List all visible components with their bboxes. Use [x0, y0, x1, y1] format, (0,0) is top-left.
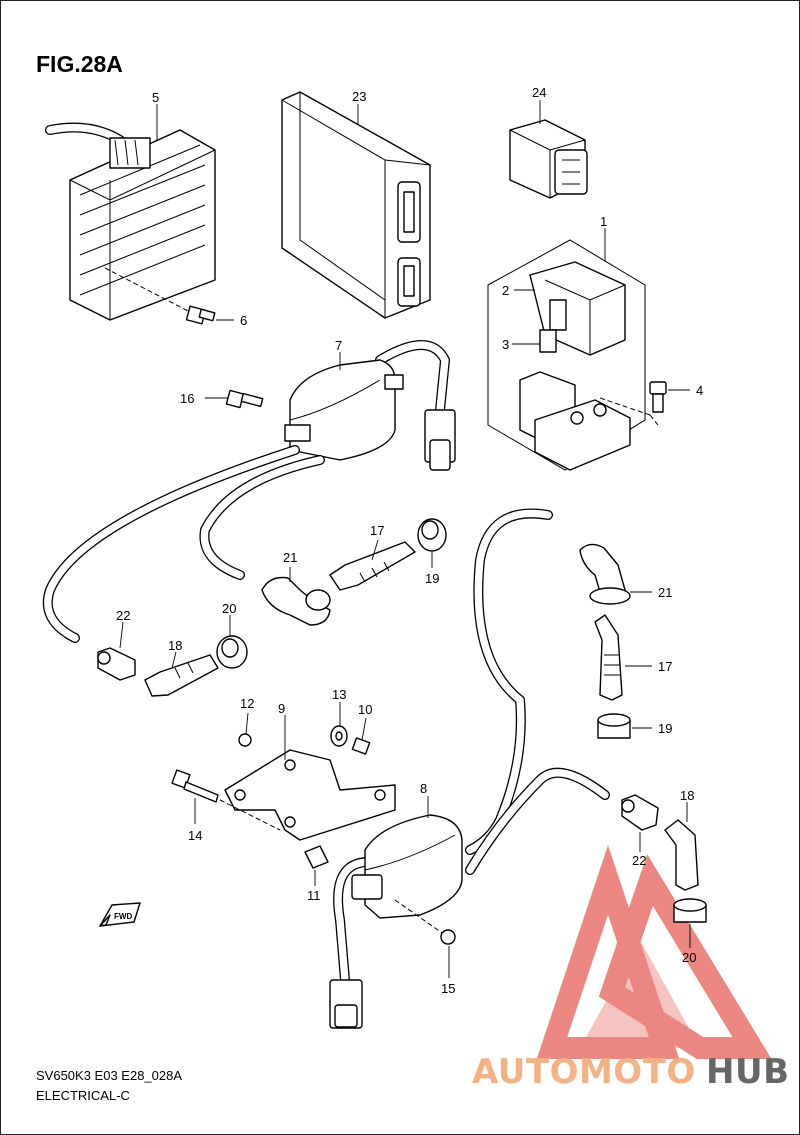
callout-3: 3 [502, 337, 509, 352]
callout-22a: 22 [116, 608, 130, 623]
footer-model-code: SV650K3 E03 E28_028A [36, 1068, 182, 1083]
watermark-text-primary: AUTOMOTO [472, 1052, 696, 1092]
grommet-13 [330, 725, 348, 747]
callout-6: 6 [240, 313, 247, 328]
callout-11: 11 [307, 888, 321, 903]
callout-9: 9 [278, 701, 285, 716]
callout-21b: 21 [658, 585, 672, 600]
seal-lower-left [216, 635, 248, 669]
figure-title: FIG.28A [36, 51, 123, 77]
callout-19a: 19 [425, 571, 439, 586]
callout-1: 1 [600, 214, 607, 229]
callout-18a: 18 [168, 638, 182, 653]
seal-upper-right [597, 713, 631, 739]
plug-cap-lower-left [144, 654, 219, 697]
callout-2: 2 [502, 283, 509, 298]
callout-24: 24 [532, 85, 546, 100]
regulator-rectifier-part [45, 122, 216, 321]
coil-bracket-part [224, 749, 396, 841]
callout-16: 16 [180, 391, 194, 406]
bolt-16 [225, 389, 264, 409]
ignition-coil-front-part [284, 340, 456, 471]
watermark-logo [536, 845, 772, 1059]
plug-cap-elbow-right [579, 543, 631, 605]
plug-cap-lower-right [664, 819, 699, 891]
screw-4 [649, 381, 667, 413]
cap-joint-right [621, 794, 659, 831]
seal-upper-left [417, 518, 447, 552]
callout-5: 5 [152, 90, 159, 105]
callout-19b: 19 [658, 721, 672, 736]
callout-21a: 21 [283, 550, 297, 565]
callout-17b: 17 [658, 659, 672, 674]
relay-assembly-group [487, 239, 659, 471]
fwd-label: FWD [114, 912, 132, 921]
ignition-coil-rear-part [329, 814, 463, 1029]
callout-23: 23 [352, 89, 366, 104]
nut-12 [238, 733, 252, 747]
nut-15 [394, 899, 456, 945]
callout-7: 7 [335, 338, 342, 353]
callout-20a: 20 [222, 601, 236, 616]
callout-22b: 22 [632, 853, 646, 868]
long-bolt-14 [171, 769, 281, 831]
watermark-text-secondary: HUB [706, 1052, 789, 1092]
seal-lower-right [673, 898, 707, 923]
footer-section: ELECTRICAL-C [36, 1088, 130, 1103]
plug-cap-upper-left [329, 541, 416, 591]
callout-10: 10 [358, 702, 372, 717]
callout-17a: 17 [370, 523, 384, 538]
callout-12: 12 [240, 696, 254, 711]
spacer-11 [304, 845, 329, 869]
cap-joint-left [97, 647, 136, 681]
callout-20b: 20 [682, 950, 696, 965]
ecm-unit-part [281, 91, 431, 319]
callout-4: 4 [696, 383, 703, 398]
callout-14: 14 [188, 828, 202, 843]
callout-18b: 18 [680, 788, 694, 803]
plug-cap-upper-right [594, 614, 623, 701]
callout-13: 13 [332, 687, 346, 702]
plug-cap-elbow-left [261, 576, 331, 626]
bolt-10 [351, 737, 371, 755]
bolt-6 [104, 267, 216, 325]
fwd-arrow-icon: FWD [99, 902, 141, 927]
callout-8: 8 [420, 781, 427, 796]
relay-small-part [509, 119, 588, 199]
callout-15: 15 [441, 981, 455, 996]
